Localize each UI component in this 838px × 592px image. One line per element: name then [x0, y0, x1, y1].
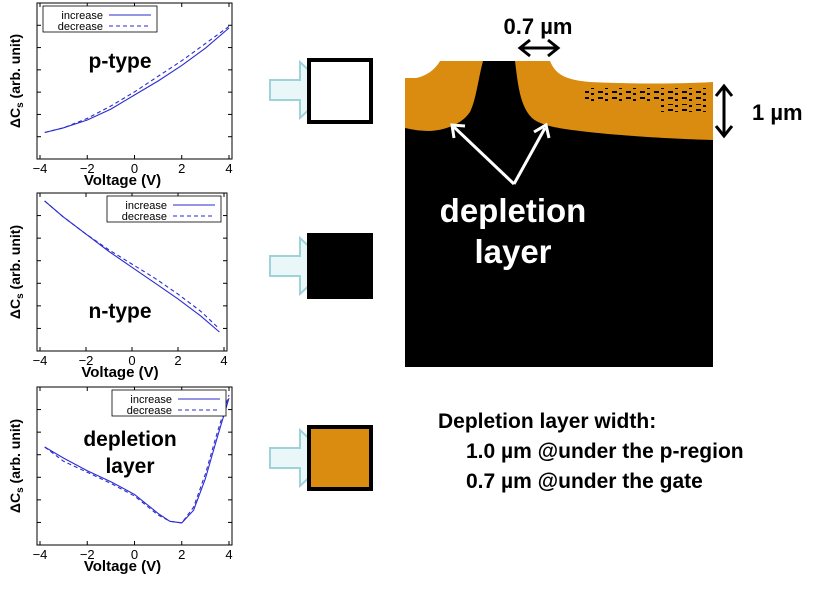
x-tick-label: 0: [131, 547, 138, 562]
speckle-band: [660, 104, 710, 112]
panel-label: n-type: [89, 300, 152, 323]
legend-label-decrease: decrease: [58, 21, 103, 33]
legend-label-decrease: decrease: [127, 405, 172, 417]
x-tick-label: 2: [178, 161, 185, 176]
x-tick-label: 4: [225, 161, 232, 176]
series-line-decrease: [44, 394, 230, 524]
series-line-increase: [44, 27, 230, 134]
x-axis-label: Voltage (V): [84, 558, 161, 575]
legend-box: [42, 5, 158, 33]
legend-label-increase: increase: [130, 394, 172, 406]
y-axis-label: ΔCs (arb. unit): [7, 225, 26, 319]
legend-label-increase: increase: [61, 10, 103, 22]
series-line-increase: [44, 397, 230, 524]
white-region-right: [550, 61, 713, 84]
x-tick-label: −2: [80, 547, 95, 562]
n-type-swatch: [307, 233, 373, 299]
x-tick-label: 4: [225, 547, 232, 562]
legend-box: [111, 389, 227, 417]
map-label-line1: depletion: [440, 192, 587, 229]
speckle-band: [585, 88, 710, 102]
x-axis-label: Voltage (V): [84, 172, 161, 189]
x-tick-label: 2: [178, 547, 185, 562]
panel-label: layer: [105, 455, 154, 478]
callout-arrows: [450, 122, 551, 186]
series-line-decrease: [44, 25, 230, 134]
map-label-line2: layer: [474, 233, 551, 270]
x-tick-label: 0: [128, 353, 135, 368]
y-axis-label: ΔCs (arb. unit): [7, 34, 26, 128]
white-region-left: [405, 61, 440, 78]
depletion-map-figure: 0.7 µm 1 µm depletion layer: [405, 14, 803, 367]
depletion-swatch: [307, 425, 373, 491]
summary-heading: Depletion layer width:: [438, 410, 657, 433]
p-type-swatch: [307, 58, 373, 124]
arrows-swatches: [269, 58, 373, 491]
legend-label-decrease: decrease: [122, 211, 167, 223]
x-tick-label: −2: [79, 353, 94, 368]
series-line-increase: [44, 200, 220, 333]
x-axis-label: Voltage (V): [81, 364, 158, 381]
scale-label-top: 0.7 µm: [504, 14, 573, 39]
depth-scale-arrow: [714, 83, 734, 139]
summary-block: Depletion layer width: 1.0 µm @under the…: [438, 407, 744, 497]
x-tick-label: −4: [33, 547, 48, 562]
x-tick-label: 4: [220, 353, 227, 368]
y-axis-label: ΔCs (arb. unit): [7, 419, 26, 513]
width-scale-arrow: [517, 38, 561, 58]
summary-line-2: 0.7 µm @under the gate: [466, 470, 703, 493]
legend-label-increase: increase: [125, 200, 167, 212]
panel-label: depletion: [83, 428, 176, 451]
x-tick-label: 0: [131, 161, 138, 176]
legend-box: [106, 195, 222, 223]
x-tick-label: 2: [174, 353, 181, 368]
panel-label: p-type: [89, 50, 152, 73]
series-line-decrease: [44, 200, 220, 330]
x-tick-label: −4: [33, 353, 48, 368]
p-region-left: [405, 61, 483, 131]
scale-label-side: 1 µm: [752, 100, 803, 125]
summary-line-1: 1.0 µm @under the p-region: [466, 440, 744, 463]
x-tick-label: −4: [33, 161, 48, 176]
x-tick-label: −2: [80, 161, 95, 176]
